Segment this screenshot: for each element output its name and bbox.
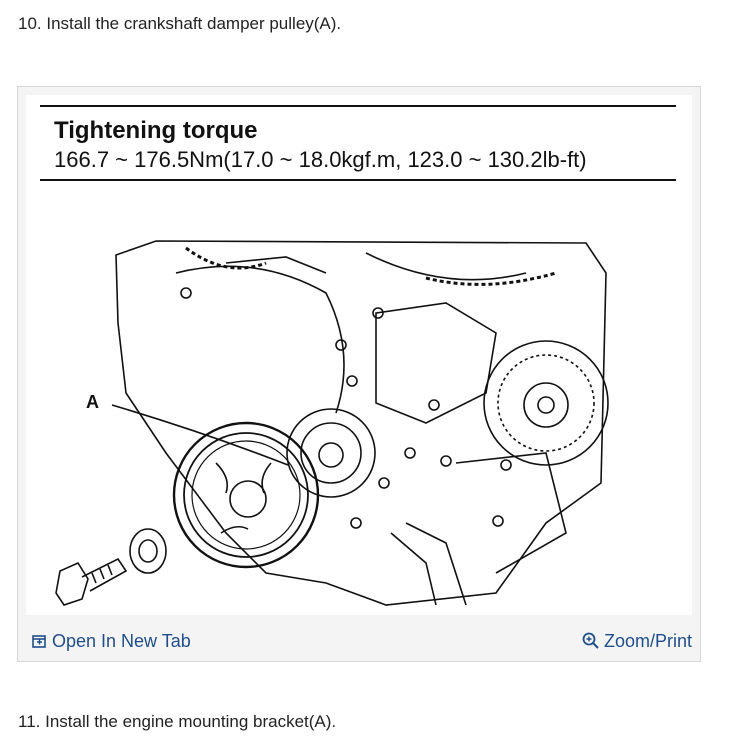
zoom-print-label: Zoom/Print — [603, 631, 692, 651]
callout-label-a: A — [86, 392, 99, 412]
top-rule — [40, 105, 676, 107]
open-in-new-tab-icon — [32, 633, 47, 654]
open-in-new-tab-link[interactable]: Open In New Tab — [32, 631, 191, 654]
zoom-magnifier-icon — [582, 632, 599, 654]
step-11-text: 11. Install the engine mounting bracket(… — [18, 712, 337, 731]
step-10-text: 10. Install the crankshaft damper pulley… — [18, 14, 342, 33]
engine-line-drawing: A — [55, 240, 609, 606]
torque-title: Tightening torque — [54, 117, 258, 144]
zoom-print-link[interactable]: Zoom/Print — [582, 631, 692, 654]
open-in-new-tab-label: Open In New Tab — [52, 631, 191, 651]
figure-image: Tightening torque 166.7 ~ 176.5Nm(17.0 ~… — [26, 95, 692, 615]
torque-value: 166.7 ~ 176.5Nm(17.0 ~ 18.0kgf.m, 123.0 … — [54, 147, 587, 172]
figure-frame: Tightening torque 166.7 ~ 176.5Nm(17.0 ~… — [17, 86, 701, 662]
figure-footer: Open In New Tab Zoom/Print — [18, 617, 700, 661]
bottom-rule — [40, 179, 676, 181]
